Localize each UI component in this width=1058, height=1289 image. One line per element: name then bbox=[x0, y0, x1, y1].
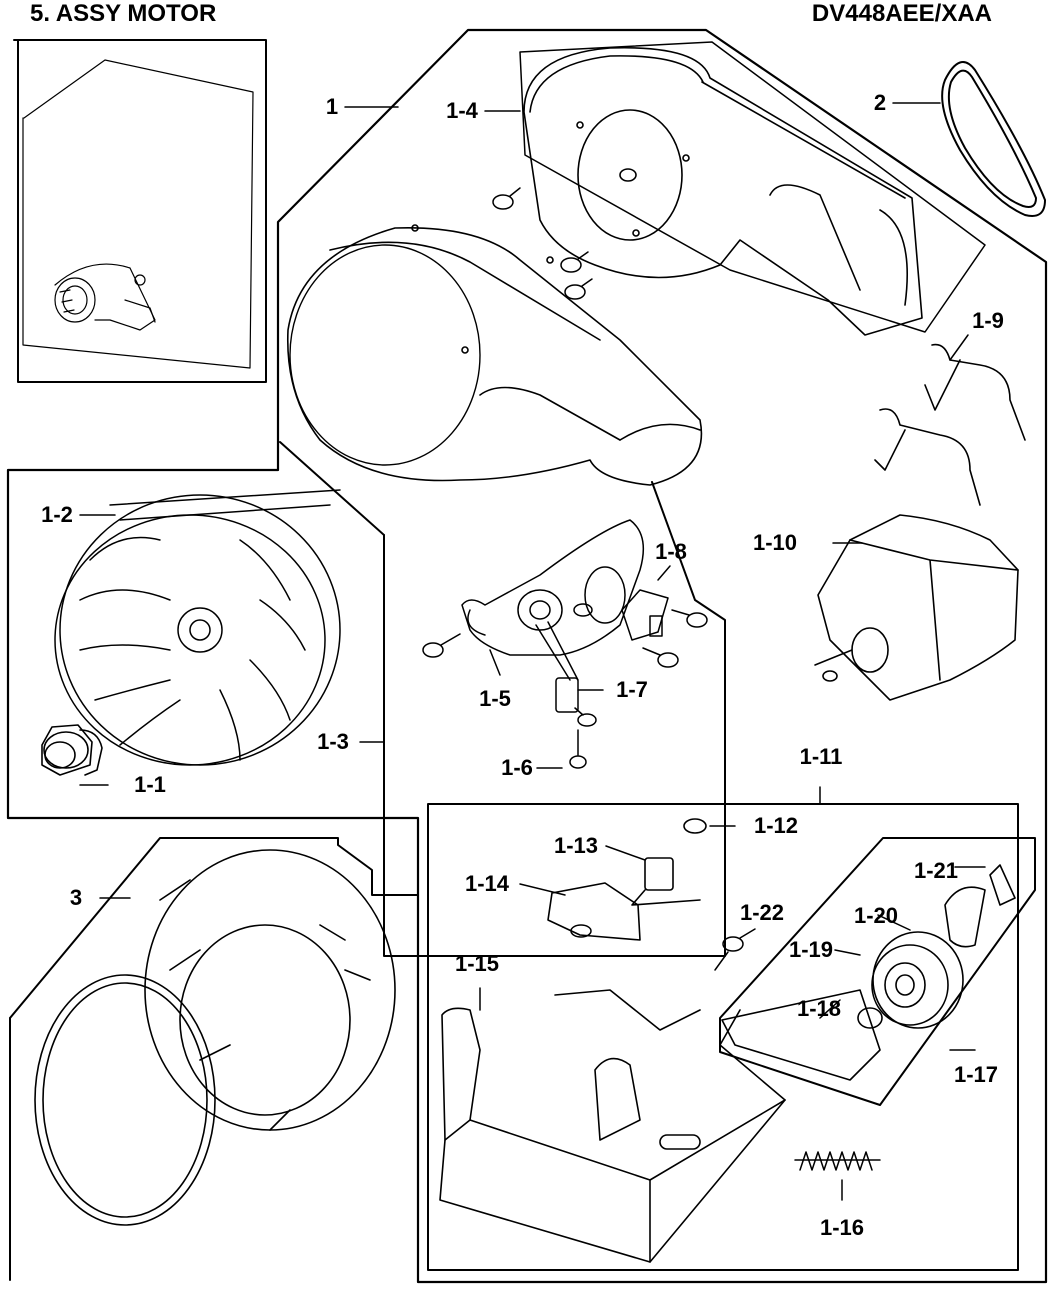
callout-1-1: 1-1 bbox=[134, 772, 166, 797]
motor-clamps bbox=[874, 343, 1026, 506]
callout-2: 2 bbox=[873, 90, 887, 115]
inset-motor-thumbnail bbox=[22, 59, 254, 369]
callout-3: 3 bbox=[69, 885, 83, 910]
thermostat bbox=[621, 589, 669, 641]
callout-1-9: 1-9 bbox=[972, 308, 1004, 333]
screw-1-22 bbox=[714, 936, 744, 971]
drive-belt bbox=[941, 61, 1046, 217]
callout-1-16: 1-16 bbox=[819, 1215, 865, 1240]
model-number: DV448AEE/XAA bbox=[811, 0, 992, 27]
sub-assembly-1-11-boundary bbox=[427, 803, 1019, 1271]
sub-assembly-1-3-boundary bbox=[279, 441, 385, 536]
callout-1-21: 1-21 bbox=[913, 858, 959, 883]
callout-1-22: 1-22 bbox=[739, 900, 785, 925]
blower-housing-rear bbox=[523, 46, 923, 336]
callout-1-4: 1-4 bbox=[446, 98, 478, 123]
idler-pulley-assembly bbox=[721, 864, 1016, 1081]
impeller-nut bbox=[41, 724, 103, 776]
leader-lines bbox=[79, 102, 986, 1201]
callout-1-20: 1-20 bbox=[853, 903, 899, 928]
housing-1-4-boundary bbox=[519, 41, 986, 333]
rear-duct-ring bbox=[34, 849, 396, 1226]
callout-1-2: 1-2 bbox=[41, 502, 73, 527]
thermistor bbox=[535, 621, 579, 713]
assembly-3-boundary bbox=[9, 837, 419, 1019]
callout-1-5: 1-5 bbox=[479, 686, 511, 711]
callout-1-7: 1-7 bbox=[616, 677, 648, 702]
callout-1-8: 1-8 bbox=[655, 539, 687, 564]
callout-1-17: 1-17 bbox=[953, 1062, 999, 1087]
blower-impeller bbox=[54, 489, 341, 766]
section-title: 5. ASSY MOTOR bbox=[30, 0, 217, 27]
callout-1-19: 1-19 bbox=[788, 937, 834, 962]
callout-1-14: 1-14 bbox=[464, 871, 510, 896]
callout-1: 1 bbox=[325, 94, 339, 119]
callout-1-18: 1-18 bbox=[796, 996, 842, 1021]
thermostat-bracket bbox=[461, 519, 645, 656]
screws-1-3 bbox=[422, 603, 708, 938]
sub-assembly-1-17-boundary bbox=[719, 837, 1036, 1106]
inset-box-boundary bbox=[13, 39, 267, 383]
callout-1-11: 1-11 bbox=[799, 744, 843, 769]
callout-1-12: 1-12 bbox=[753, 813, 799, 838]
drive-motor bbox=[814, 514, 1019, 701]
sub-assembly-1-3-boundary bbox=[383, 481, 726, 957]
microswitch-assembly bbox=[547, 818, 707, 941]
motor-base-bracket bbox=[439, 989, 786, 1263]
callout-1-15: 1-15 bbox=[454, 951, 500, 976]
assembly-1-boundary bbox=[6, 28, 1048, 1284]
callout-1-10: 1-10 bbox=[752, 530, 798, 555]
tension-spring bbox=[794, 1151, 881, 1171]
blower-housing-front bbox=[286, 224, 703, 486]
screws-1-4 bbox=[492, 187, 593, 300]
callout-1-13: 1-13 bbox=[553, 833, 599, 858]
callout-1-3: 1-3 bbox=[317, 729, 349, 754]
callout-1-6: 1-6 bbox=[501, 755, 533, 780]
